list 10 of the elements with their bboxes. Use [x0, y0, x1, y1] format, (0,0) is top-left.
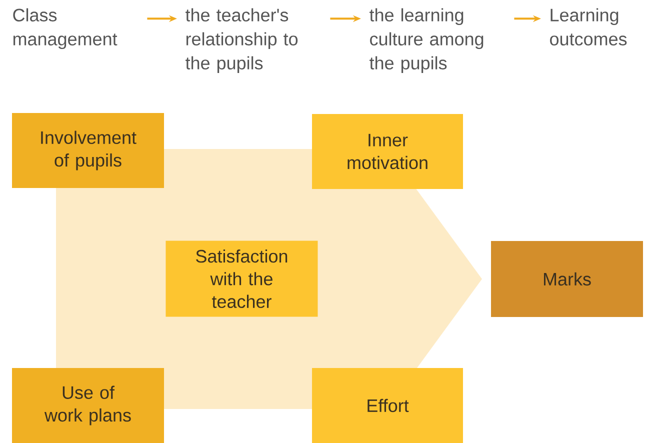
factor-box: Use of work plans [12, 368, 164, 443]
factor-box: Effort [312, 368, 463, 443]
step-label: the learning culture among the pupils [370, 8, 484, 74]
factor-box: Satisfaction with the teacher [166, 240, 318, 317]
step-label: Learning outcomes [550, 8, 627, 46]
result-box: Marks [491, 241, 643, 317]
factor-box: Inner motivation [312, 114, 463, 189]
factor-box: Involvement of pupils [12, 113, 164, 188]
step-label: the teacher's relationship to the pupils [186, 8, 298, 74]
step-label: Class management [13, 8, 118, 50]
